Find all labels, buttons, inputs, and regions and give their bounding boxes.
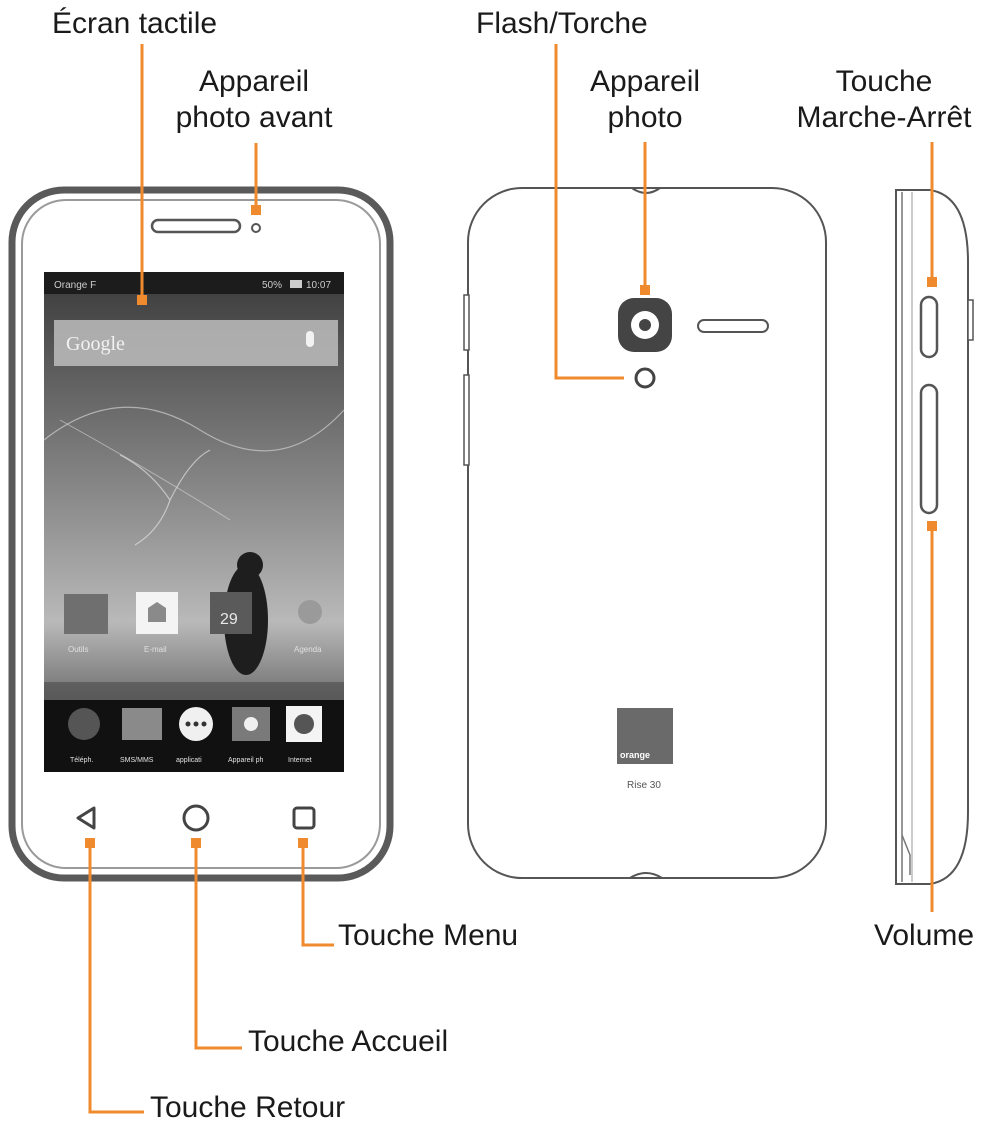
flash-icon [634,367,656,389]
dock-label-internet: Internet [288,757,312,764]
calendar-day: 29 [220,611,238,628]
back-key-icon [76,806,96,830]
label-touche-menu: Touche Menu [338,919,519,952]
label-volume: Volume [874,919,975,952]
label-touche-accueil: Touche Accueil [248,1025,449,1058]
app-icon-agenda [298,600,322,624]
label-touche-retour: Touche Retour [150,1091,346,1124]
leader-accueil [194,842,242,1050]
leader-retour [88,842,144,1114]
callout-markers [85,205,937,848]
menu-key-icon [292,806,316,830]
label-appareil-photo-line2: photo [607,101,683,134]
leader-flash [554,44,624,380]
dock-sms-icon [122,708,162,740]
earpiece [150,218,242,234]
dock-label-camera: Appareil ph [228,757,264,764]
app-label-email: E-mail [144,645,167,654]
leader-menu [301,842,334,947]
front-phone: Orange F 50% 10:07 Google 29 Outils E-ma… [8,186,394,882]
dock-label-apps: applicati [176,757,202,764]
dock-phone-icon [68,708,100,740]
model-name: Rise 30 [627,780,661,791]
side-phone [895,189,974,885]
label-appareil-photo-line1: Appareil [589,65,701,98]
mic-icon [306,331,314,347]
dock-label-sms: SMS/MMS [120,757,154,764]
callout-leaders [88,44,934,1114]
label-appareil-avant-line2: photo avant [175,101,333,134]
label-ecran-tactile: Écran tactile [52,7,218,40]
volume-keys [919,383,939,515]
front-camera-lens [251,223,261,233]
dock-label-phone: Téléph. [70,757,93,764]
calendar-widget [210,592,252,634]
orange-logo-text: orange [620,750,650,760]
label-appareil-photo-avant: Appareil photo avant [176,64,333,136]
google-search-text: Google [66,333,125,355]
label-appareil-avant-line1: Appareil [198,65,310,98]
label-flash-torche: Flash/Torche [476,7,648,40]
app-icon-outils [64,594,108,634]
power-key [919,295,939,359]
label-touche-marche-arret: Touche Marche-Arrêt [796,64,971,136]
label-appareil-photo: Appareil photo [590,64,700,136]
label-marche-line1: Touche [835,65,933,98]
clock-text: 10:07 [306,280,331,291]
touch-screen: Orange F 50% 10:07 Google 29 Outils E-ma… [43,272,345,772]
label-marche-line2: Marche-Arrêt [796,101,972,134]
home-key-icon [182,804,210,832]
app-label-agenda: Agenda [294,645,322,654]
carrier-text: Orange F [54,280,96,291]
rear-speaker-grille [697,319,769,333]
orange-logo [617,708,673,764]
google-search-bar [54,320,338,366]
battery-text: 50% [262,280,282,291]
battery-icon [290,280,302,288]
app-label-outils: Outils [68,645,88,654]
